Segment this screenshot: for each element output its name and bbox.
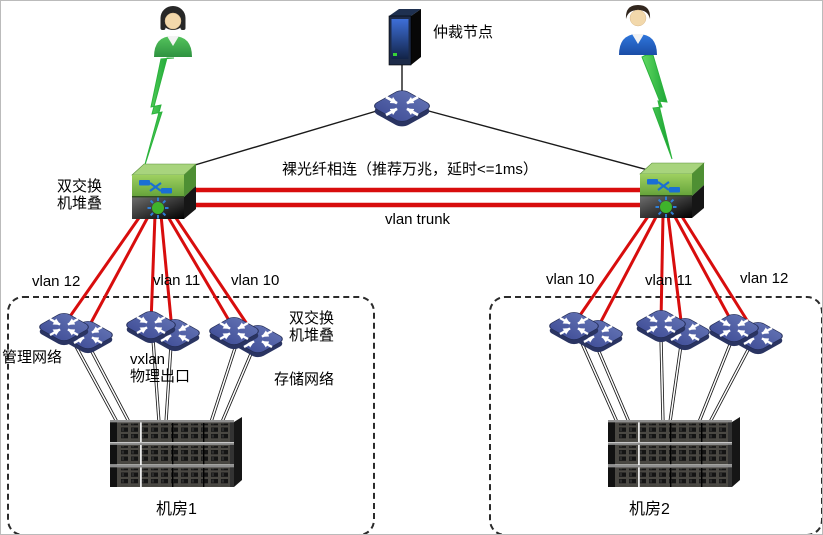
stack-label-line2: 机堆叠 — [57, 195, 103, 212]
server-rack-room2-icon — [606, 416, 742, 492]
core-router-icon — [370, 87, 434, 131]
vxlan-exit-label: vxlan 物理出口 — [130, 351, 190, 385]
arbiter-label: 仲裁节点 — [433, 24, 494, 41]
vlan-trunk-label: vlan trunk — [385, 211, 451, 228]
user-left-icon — [147, 3, 199, 57]
switch-stack-right-icon — [635, 160, 709, 220]
vlan-label-left-3: vlan 10 — [231, 272, 280, 289]
fiber-link-label: 裸光纤相连（推荐万兆，延时<=1ms） — [282, 161, 538, 178]
vlan-label-right-3: vlan 12 — [740, 270, 789, 287]
switch-pair-left-vlan10-icon — [205, 307, 291, 365]
vlan-label-left-1: vlan 12 — [32, 273, 81, 290]
vxlan-exit-line1: vxlan — [130, 351, 166, 368]
vxlan-exit-line2: 物理出口 — [130, 368, 191, 385]
management-network-label: 管理网络 — [2, 349, 63, 366]
stack-label-inside: 双交换 机堆叠 — [289, 310, 334, 344]
room1-label: 机房1 — [156, 501, 197, 518]
switch-pair-right-vlan12-icon — [705, 304, 791, 362]
stack-label-line1: 双交换 — [57, 178, 103, 195]
vlan-label-left-2: vlan 11 — [153, 272, 201, 289]
vlan-label-right-2: vlan 11 — [645, 272, 693, 289]
vlan-label-right-1: vlan 10 — [546, 271, 595, 288]
stack-label-outside: 双交换 机堆叠 — [57, 178, 102, 212]
user-right-icon — [612, 1, 664, 55]
lightning-bolt-right-icon — [641, 54, 673, 160]
room2-label: 机房2 — [629, 501, 670, 518]
lightning-bolt-left-icon — [143, 57, 175, 169]
stack-inside-line1: 双交换 — [289, 310, 335, 327]
stack-inside-line2: 机堆叠 — [289, 327, 335, 344]
server-rack-room1-icon — [108, 416, 244, 492]
arbiter-server-icon — [382, 7, 428, 67]
trunk-links — [184, 187, 642, 208]
switch-pair-right-vlan10-icon — [545, 302, 631, 360]
switch-stack-left-icon — [127, 161, 201, 221]
storage-network-label: 存储网络 — [274, 371, 335, 388]
